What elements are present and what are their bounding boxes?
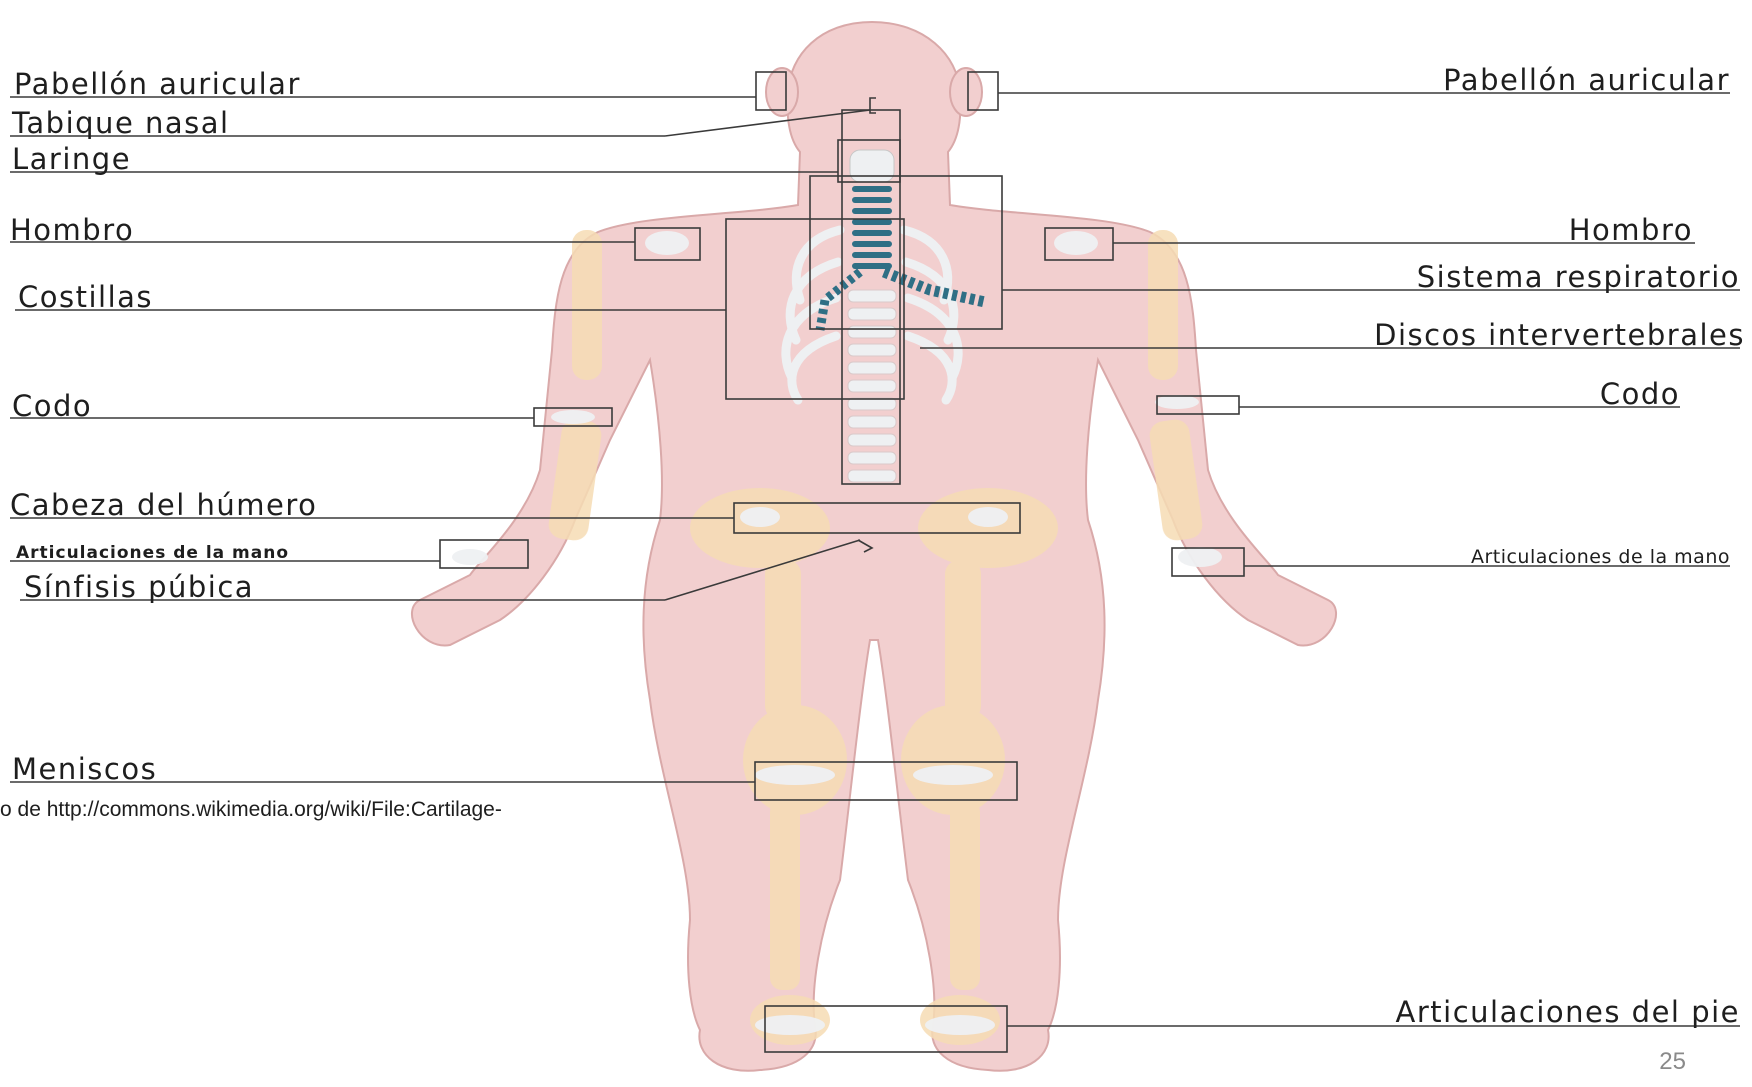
label-hand-joints-right: Articulaciones de la mano xyxy=(1471,546,1730,568)
label-respiratory-system: Sistema respiratorio xyxy=(1417,260,1740,294)
page-number: 25 xyxy=(1659,1048,1686,1076)
label-ear-left: Pabellón auricular xyxy=(14,67,301,101)
label-elbow-right: Codo xyxy=(1600,377,1680,411)
label-hand-joints-left: Articulaciones de la mano xyxy=(16,543,289,563)
label-ribs: Costillas xyxy=(18,280,153,314)
label-foot-joints: Articulaciones del pie xyxy=(1396,995,1740,1029)
label-meniscus: Meniscos xyxy=(12,752,157,786)
spine xyxy=(848,290,896,482)
label-pubic-symphysis: Sínfisis púbica xyxy=(24,570,254,604)
label-ear-right: Pabellón auricular xyxy=(1443,63,1730,97)
label-shoulder-left: Hombro xyxy=(10,213,134,247)
label-nasal-septum: Tabique nasal xyxy=(11,106,230,140)
label-humerus-head: Cabeza del húmero xyxy=(10,488,317,522)
label-elbow-left: Codo xyxy=(12,389,92,423)
label-intervertebral-discs: Discos intervertebrales xyxy=(1374,318,1745,352)
label-shoulder-right: Hombro xyxy=(1569,213,1693,247)
image-credit: o de http://commons.wikimedia.org/wiki/F… xyxy=(0,798,502,822)
label-larynx: Laringe xyxy=(12,142,131,176)
